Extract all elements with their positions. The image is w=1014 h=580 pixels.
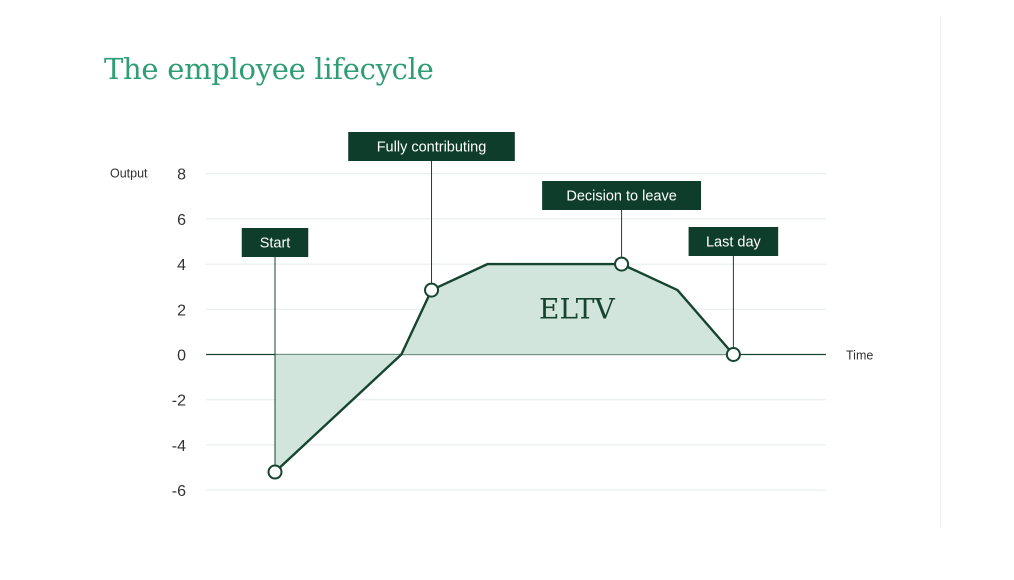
milestone-label: Decision to leave <box>566 189 676 205</box>
milestone-marker <box>614 256 630 272</box>
milestone-label-box <box>542 181 702 210</box>
page-title: The employee lifecycle <box>104 52 434 86</box>
eltv-label: ELTV <box>539 292 615 325</box>
milestone-label: Start <box>260 236 291 252</box>
y-tick-label: 4 <box>177 257 186 274</box>
milestone-label-box <box>348 132 515 161</box>
milestone-label-box <box>241 228 309 257</box>
y-tick-label: 2 <box>177 302 186 319</box>
milestone-marker <box>725 347 741 362</box>
y-tick-label: -2 <box>172 393 186 410</box>
eltv-area <box>275 264 734 473</box>
lifecycle-line <box>274 262 735 473</box>
y-tick-label: -4 <box>172 438 186 455</box>
y-tick-label: 0 <box>177 348 186 365</box>
y-tick-label: 6 <box>177 212 186 229</box>
y-tick-label: -6 <box>172 483 186 500</box>
milestone-marker <box>424 282 440 298</box>
milestone-label-box <box>688 227 779 256</box>
y-axis-label: Output <box>110 167 148 181</box>
x-axis-label: Time <box>846 349 873 363</box>
milestone-marker <box>267 464 283 480</box>
y-tick-label: 8 <box>177 167 186 184</box>
milestone-label: Last day <box>706 235 762 251</box>
milestone-label: Fully contributing <box>377 140 487 156</box>
right-divider <box>940 16 941 528</box>
